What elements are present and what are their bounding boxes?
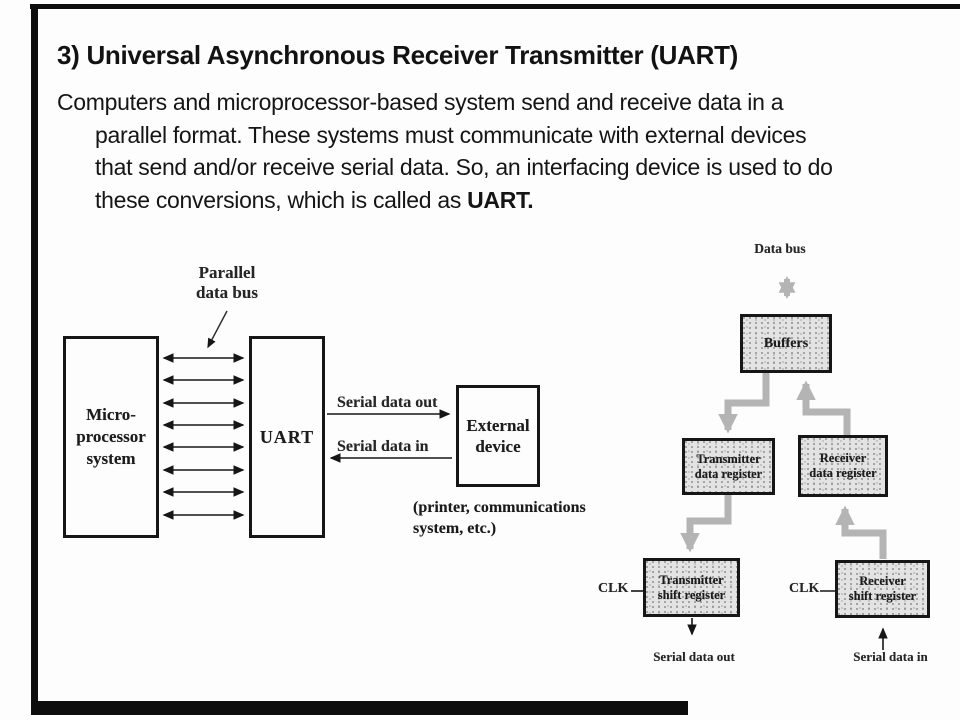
receiver-shift-register-box: Receiver shift register [835, 560, 930, 618]
serial-data-out-label: Serial data out [337, 394, 438, 411]
micro-box-line: processor [76, 427, 146, 446]
micro-box-line: system [86, 449, 136, 468]
body-line: Computers and microprocessor-based syste… [57, 89, 784, 115]
receiver-data-register-box: Receiver data register [798, 435, 888, 497]
microprocessor-system-box: Micro- processor system [63, 336, 159, 538]
frame-left-line [31, 4, 38, 715]
buffers-to-transmitter-register-arrow [718, 372, 770, 434]
rdr-line: data register [809, 466, 877, 480]
clk-left-label: CLK [598, 581, 629, 596]
frame-top-line [30, 4, 960, 9]
printer-note-line: (printer, communications [413, 499, 586, 516]
receiver-register-to-buffers-arrow [796, 380, 851, 436]
external-device-box: External device [456, 385, 540, 487]
uart-bold-text: UART. [467, 186, 534, 213]
transmitter-register-to-shift-arrow [680, 494, 732, 553]
serial-data-out-bottom-label: Serial data out [653, 649, 735, 664]
rsr-line: Receiver [859, 574, 906, 588]
transmitter-shift-register-box: Transmitter shift register [643, 558, 740, 617]
parallel-bus-pointer-arrow [207, 310, 228, 349]
serial-data-in-label: Serial data in [337, 438, 429, 455]
clk-right-label: CLK [789, 581, 820, 596]
body-line-text: these conversions, which is called as [95, 186, 468, 213]
buffers-box-label: Buffers [763, 335, 809, 351]
transmitter-data-register-box: Transmitter data register [682, 438, 775, 495]
buffers-box: Buffers [740, 314, 832, 373]
micro-box-line: Micro- [86, 405, 136, 424]
page-title: 3) Universal Asynchronous Receiver Trans… [57, 40, 739, 70]
frame-bottom-bar [31, 701, 688, 715]
body-line: these conversions, which is called as UA… [95, 184, 833, 217]
body-paragraph: Computers and microprocessor-based syste… [57, 86, 833, 216]
parallel-bus-arrows [162, 353, 245, 520]
tsr-line: shift register [657, 587, 726, 602]
data-bus-label: Data bus [754, 241, 806, 256]
tdr-line: data register [694, 466, 763, 481]
tsr-line: Transmitter [659, 572, 724, 587]
body-line: parallel format. These systems must comm… [95, 121, 807, 148]
printer-note: (printer, communications system, etc.) [413, 497, 586, 539]
rsr-line: shift register [848, 589, 917, 603]
shift-to-receiver-register-arrow [835, 505, 887, 559]
printer-note-line: system, etc.) [413, 520, 497, 537]
rdr-line: Receiver [819, 451, 867, 465]
parallel-data-bus-label: Parallel data bus [172, 263, 282, 303]
tdr-line: Transmitter [696, 451, 761, 466]
external-box-line: External [466, 416, 530, 435]
serial-data-in-bottom-label: Serial data in [853, 649, 928, 664]
uart-box-label: UART [259, 426, 315, 447]
body-line: that send and/or receive serial data. So… [95, 154, 833, 181]
uart-box: UART [249, 336, 325, 538]
parallel-label-line: data bus [196, 283, 258, 302]
parallel-label-line: Parallel [198, 263, 256, 282]
external-box-line: device [475, 437, 521, 456]
